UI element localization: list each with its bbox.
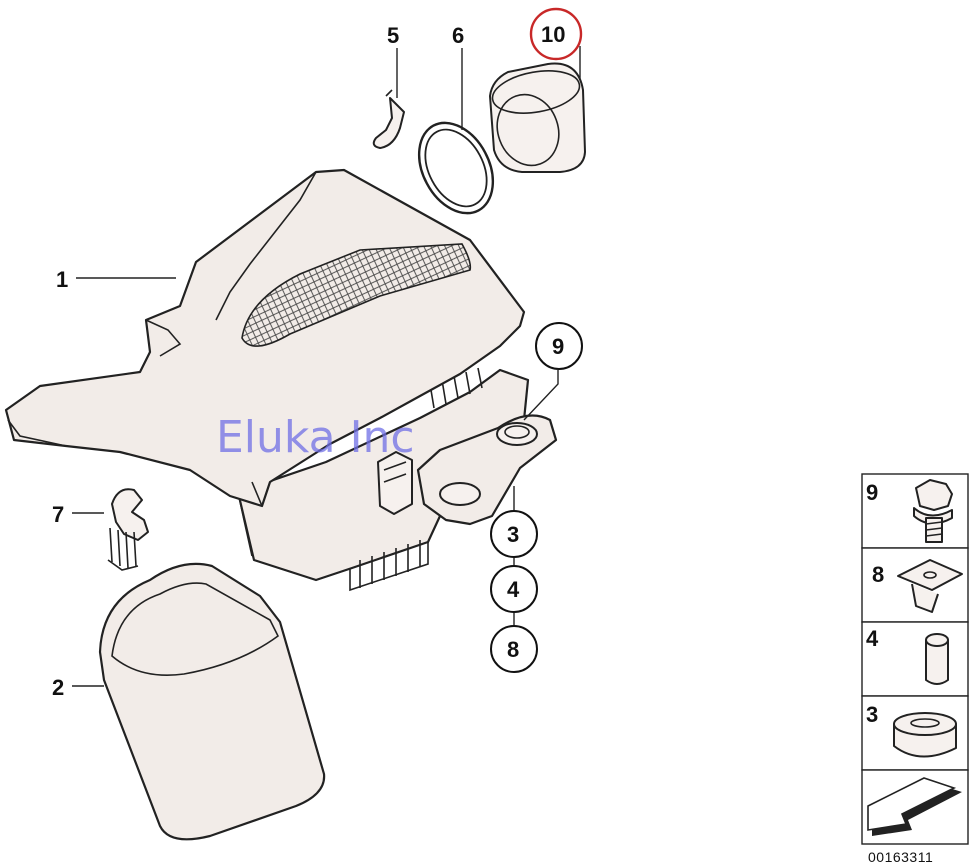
- grommet-icon: [893, 712, 957, 758]
- callout-9: 9: [535, 322, 583, 370]
- seal-ring-part: [417, 121, 495, 215]
- watermark-text: Eluka Inc: [216, 412, 415, 463]
- leader-lines: [72, 46, 581, 687]
- svg-text:8: 8: [507, 637, 519, 662]
- legend-label-9: 9: [866, 480, 878, 505]
- legend-label-4: 4: [866, 626, 879, 651]
- sleeve-icon: [925, 633, 949, 685]
- callout-1: 1: [56, 267, 68, 292]
- callout-7: 7: [52, 502, 64, 527]
- svg-text:5: 5: [387, 23, 399, 48]
- air-filter-housing-part: [4, 168, 558, 592]
- legend-cell-4: [861, 621, 969, 697]
- cable-clip-part: [107, 488, 149, 571]
- callout-6: 6: [452, 23, 464, 48]
- callout-4: 4: [490, 565, 538, 613]
- filter-element-part: [98, 562, 326, 841]
- callout-10: 10: [529, 7, 583, 61]
- legend-cell-8: [861, 547, 969, 623]
- svg-text:9: 9: [552, 334, 564, 359]
- callout-3: 3: [490, 510, 538, 558]
- legend-label-3: 3: [866, 702, 878, 727]
- callout-2: 2: [52, 675, 64, 700]
- callout-5: 5: [387, 23, 399, 48]
- svg-text:4: 4: [507, 577, 520, 602]
- arrow-plate-icon: [867, 777, 962, 836]
- rubber-sleeve-part: [489, 62, 586, 173]
- clip-nut-icon: [897, 559, 963, 613]
- svg-text:7: 7: [52, 502, 64, 527]
- highlight-circle: [529, 7, 583, 61]
- clip-part: [372, 89, 405, 149]
- svg-text:1: 1: [56, 267, 68, 292]
- svg-text:6: 6: [452, 23, 464, 48]
- diagram-reference-number: 00163311: [868, 849, 933, 865]
- svg-text:3: 3: [507, 522, 519, 547]
- hex-bolt-icon: [913, 479, 953, 543]
- small-parts-legend: 9 8 4 3: [861, 473, 969, 845]
- legend-label-8: 8: [872, 562, 884, 587]
- callout-8: 8: [490, 625, 538, 673]
- svg-text:10: 10: [541, 22, 565, 47]
- svg-text:2: 2: [52, 675, 64, 700]
